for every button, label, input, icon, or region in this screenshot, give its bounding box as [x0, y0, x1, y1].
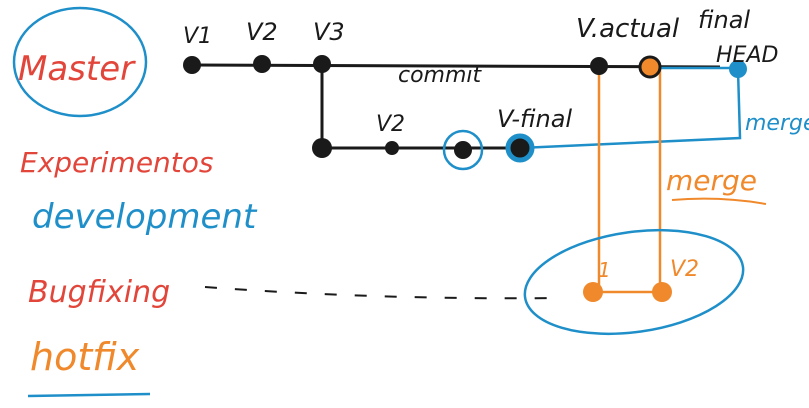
label-exp-v2: V2	[376, 112, 405, 137]
commit-master-v3	[313, 55, 331, 73]
label-commit: commit	[398, 63, 483, 88]
label-hotfix-1: 1	[598, 258, 611, 282]
label-vactual: V.actual	[576, 14, 680, 44]
commit-exp-circled-ring	[442, 129, 484, 171]
master-line	[191, 63, 721, 69]
commit-exp-circled	[454, 141, 472, 159]
label-bugfixing: Bugfixing	[28, 275, 170, 310]
hotfix-underline	[27, 392, 151, 398]
label-exp-merge: merge	[745, 111, 809, 136]
bugfix-dashed-line	[204, 286, 561, 300]
experiment-merge-line	[519, 69, 742, 150]
commit-master-final-head	[729, 60, 747, 78]
label-master: Master	[18, 49, 136, 89]
label-v3: V3	[313, 18, 345, 46]
label-exp-vfinal: V-final	[497, 105, 572, 133]
commit-master-vactual	[590, 57, 608, 75]
commit-hotfix-1	[583, 282, 603, 302]
label-v2: V2	[246, 18, 278, 46]
commit-exp-v2	[385, 141, 399, 155]
commit-exp-branch-start	[312, 138, 332, 158]
commit-exp-vfinal	[505, 133, 535, 163]
label-development: development	[32, 197, 258, 237]
commit-hotfix-v2	[652, 282, 672, 302]
label-experimentos: Experimentos	[20, 146, 214, 179]
commit-master-hotfix-merge	[638, 55, 662, 79]
label-hotfix-merge: merge	[666, 164, 757, 197]
master-circle	[12, 6, 148, 118]
commit-master-v1	[183, 56, 201, 74]
label-final: final	[698, 6, 750, 34]
hotfix-merge-underline	[671, 197, 767, 205]
label-hotfix-v2: V2	[670, 257, 699, 282]
label-hotfix: hotfix	[30, 335, 140, 379]
label-v1: V1	[183, 24, 212, 49]
label-head: HEAD	[716, 43, 778, 68]
commit-master-v2	[253, 55, 271, 73]
hotfix-circle	[523, 228, 745, 336]
